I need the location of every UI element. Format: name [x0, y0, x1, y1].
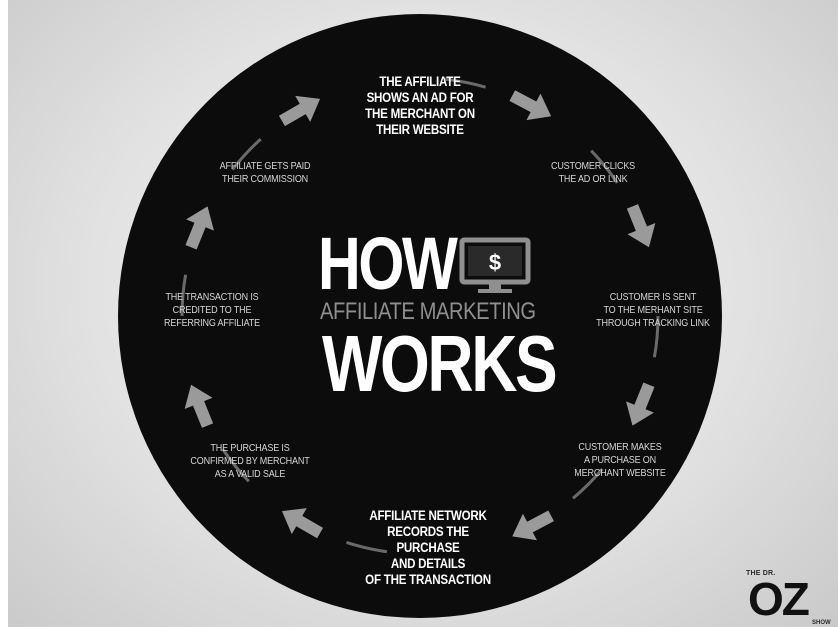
step-label-customer-purchase: CUSTOMER MAKES A PURCHASE ON MERCHANT WE…	[574, 441, 666, 479]
step-label-ad-shown: THE AFFILIATE SHOWS AN AD FOR THE MERCHA…	[365, 74, 475, 137]
arrow-to-click	[509, 90, 552, 121]
arrow-trail	[590, 149, 619, 184]
step-label-affiliate-paid: AFFILIATE GETS PAID THEIR COMMISSION	[219, 160, 311, 185]
bottom-border	[0, 627, 838, 634]
monitor-dollar-icon: $	[459, 237, 531, 293]
dollar-sign: $	[489, 250, 501, 275]
title-works: WORKS	[322, 319, 558, 408]
step-label-purchase-confirmed: THE PURCHASE IS CONFIRMED BY MERCHANT AS…	[190, 442, 310, 480]
logo-text-oz: OZ	[748, 573, 810, 625]
step-label-customer-sent: CUSTOMER IS SENT TO THE MERHANT SITE THR…	[596, 291, 710, 329]
arrow-trail	[231, 137, 262, 171]
step-label-customer-clicks: CUSTOMER CLICKS THE AD OR LINK	[550, 160, 636, 185]
title-affiliate-marketing: AFFILIATE MARKETING	[320, 298, 536, 325]
arrow-trail	[572, 468, 604, 500]
arrow-group	[180, 77, 660, 554]
arrow-trail	[346, 540, 388, 554]
arrow-to-confirmed	[281, 508, 324, 539]
arrow-trail	[221, 448, 250, 483]
step-label-network-records: AFFILIATE NETWORK RECORDS THE PURCHASE A…	[365, 508, 491, 587]
arrow-trail	[444, 77, 487, 89]
title-how: HOW	[318, 222, 458, 305]
arrow-to-network	[512, 510, 554, 541]
dr-oz-show-logo: THE DR. OZ SHOW	[746, 570, 831, 628]
arrow-trail	[652, 315, 660, 358]
arrow-to-credited	[184, 384, 214, 428]
logo-text-show: SHOW	[812, 620, 831, 626]
arrow-trail	[180, 274, 188, 317]
cycle-disc	[118, 14, 722, 618]
arrow-to-purchase	[626, 382, 655, 426]
step-label-transaction-credited: THE TRANSACTION IS CREDITED TO THE REFER…	[164, 291, 260, 329]
arrow-to-ad	[278, 95, 321, 127]
arrow-to-sent	[626, 204, 656, 248]
left-border	[0, 0, 8, 634]
logo-text-the: THE DR.	[746, 570, 776, 577]
arrow-to-paid	[185, 206, 214, 250]
